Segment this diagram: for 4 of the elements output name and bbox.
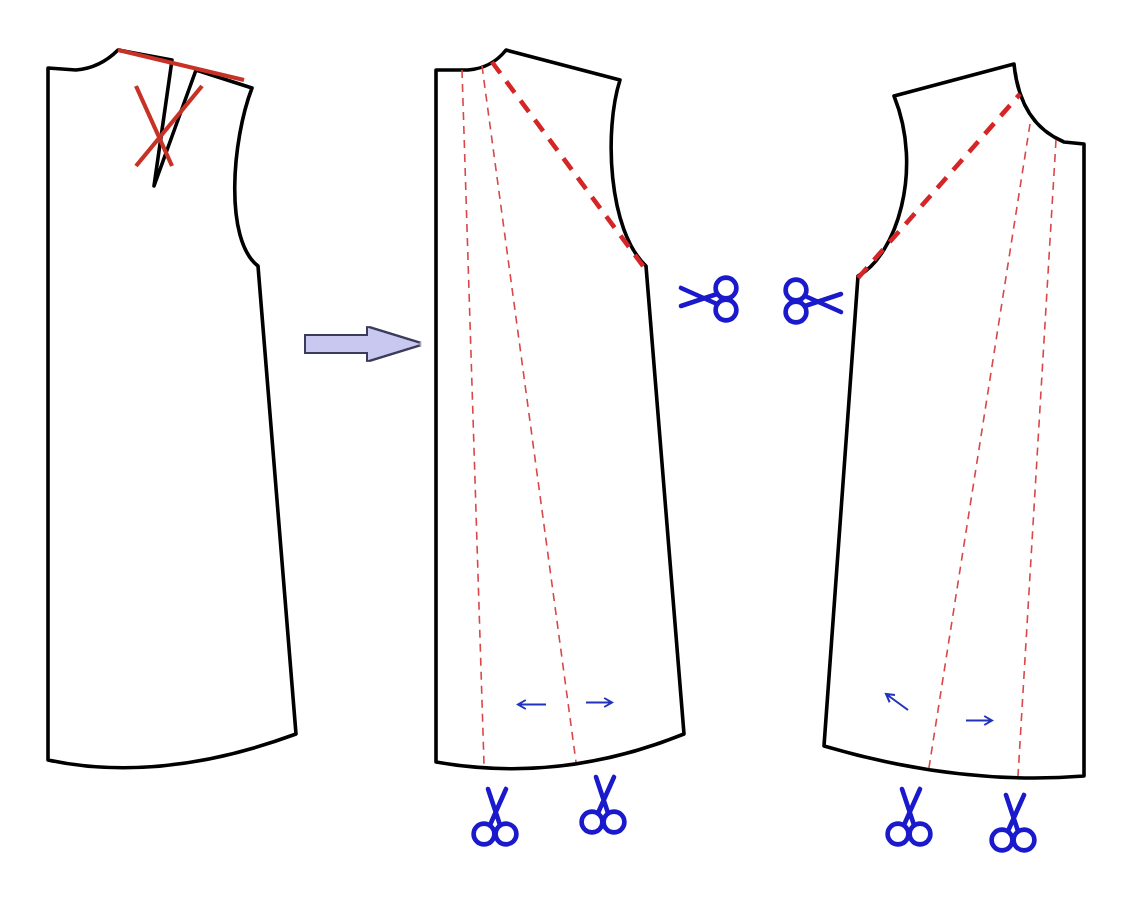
arrow	[306, 328, 420, 360]
pattern-piece	[432, 46, 688, 770]
pattern-piece	[820, 60, 1088, 784]
pattern-piece	[44, 46, 300, 770]
